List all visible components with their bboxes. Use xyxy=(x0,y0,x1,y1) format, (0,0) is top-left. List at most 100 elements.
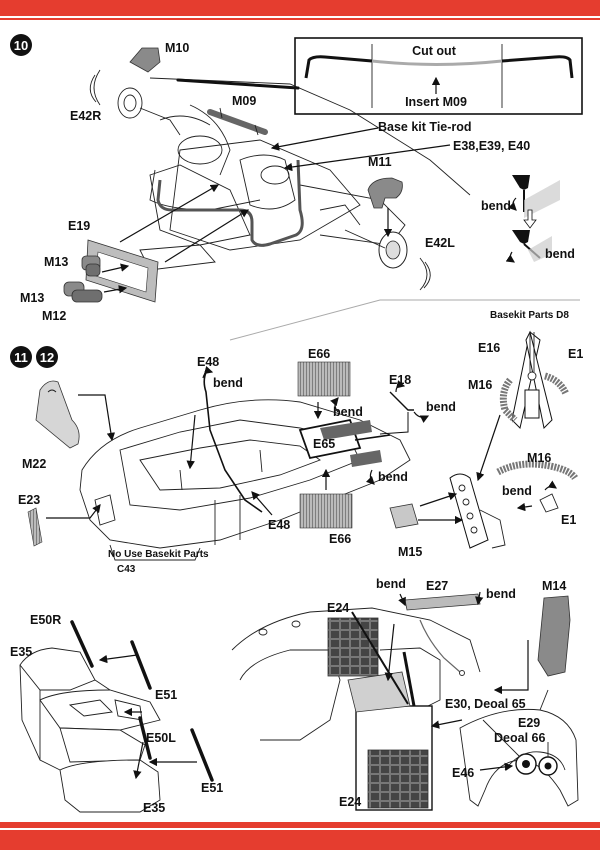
label-m10: M10 xyxy=(165,41,189,55)
e24-top-part xyxy=(327,617,379,677)
e50r-part xyxy=(70,620,94,668)
label-e51-top: E51 xyxy=(155,688,177,702)
e23-part xyxy=(27,507,43,547)
section-divider xyxy=(229,299,580,341)
label-e50l: E50L xyxy=(146,731,176,745)
bend-label-1: bend xyxy=(481,199,511,213)
label-m11: M11 xyxy=(368,155,392,169)
step-11-12: 11 12 xyxy=(10,310,583,575)
e50l-part xyxy=(138,716,152,760)
e51-bottom-part xyxy=(190,728,214,782)
e66-top-part xyxy=(297,361,351,397)
gauge-cluster xyxy=(504,751,566,776)
bend-label-left: bend xyxy=(376,577,406,591)
insert-m09-label: Insert M09 xyxy=(405,95,467,109)
d8-frame xyxy=(511,330,553,430)
label-m14: M14 xyxy=(542,579,566,593)
label-e66-bottom: E66 xyxy=(329,532,351,546)
label-e35-bottom: E35 xyxy=(143,801,165,815)
step-number-11: 11 xyxy=(14,350,28,365)
note-c43: C43 xyxy=(117,564,136,575)
bend-label-e1: bend xyxy=(502,484,532,498)
label-m13-bottom: M13 xyxy=(20,291,44,305)
note-no-use-basekit: No Use Basekit Parts xyxy=(108,549,209,560)
label-e16: E16 xyxy=(478,341,500,355)
label-e18: E18 xyxy=(389,373,411,387)
cut-out-label: Cut out xyxy=(412,44,457,58)
e1-bracket-lower xyxy=(539,493,559,513)
e51-top-part xyxy=(130,640,152,690)
label-e24-top: E24 xyxy=(327,601,349,615)
label-base-kit-tie-rod: Base kit Tie-rod xyxy=(378,120,472,134)
e48-wire xyxy=(203,369,263,513)
e18-part xyxy=(379,380,430,435)
e24-bottom-part xyxy=(367,749,429,809)
label-e66-top: E66 xyxy=(308,347,330,361)
radiator-bracket xyxy=(449,473,506,549)
e27-part xyxy=(404,593,481,611)
label-e24-bottom: E24 xyxy=(339,795,361,809)
m13-m12-parts xyxy=(63,255,103,303)
step-number-badge-12 xyxy=(36,346,58,368)
label-m12: M12 xyxy=(42,309,66,323)
label-m15: M15 xyxy=(398,545,422,559)
step-number-badge xyxy=(10,34,32,56)
label-e29: E29 xyxy=(518,716,540,730)
m10-part xyxy=(129,47,161,73)
step-number: 10 xyxy=(14,38,28,53)
label-e19: E19 xyxy=(68,219,90,233)
label-m16-bottom: M16 xyxy=(527,451,551,465)
cockpit-assembly: bend E27 bend M14 E24 E30, Deoal 65 E29 … xyxy=(231,577,579,811)
label-e48-bottom: E48 xyxy=(268,518,290,532)
e65-bracket xyxy=(298,418,391,467)
cut-out-callout: Cut out Insert M09 xyxy=(294,37,583,115)
header-band xyxy=(0,0,600,20)
label-e42r: E42R xyxy=(70,109,101,123)
label-m16-top: M16 xyxy=(468,378,492,392)
label-e46: E46 xyxy=(452,766,474,780)
e42l-upright xyxy=(344,229,431,291)
label-e51-bottom: E51 xyxy=(201,781,223,795)
label-e50r: E50R xyxy=(30,613,61,627)
m16-hose-bottom xyxy=(496,460,578,481)
label-e23: E23 xyxy=(18,493,40,507)
tie-rod-loop xyxy=(156,159,304,247)
step-number-12: 12 xyxy=(40,350,54,365)
bend-label-e18: bend xyxy=(426,400,456,414)
m15-part xyxy=(389,503,419,529)
label-m09: M09 xyxy=(232,94,256,108)
cockpit-drawing xyxy=(231,607,579,807)
step-number-badge-11 xyxy=(10,346,32,368)
label-e35-top: E35 xyxy=(10,645,32,659)
label-e1-bottom: E1 xyxy=(561,513,576,527)
bend-label-right: bend xyxy=(486,587,516,601)
label-basekit-parts-d8: Basekit Parts D8 xyxy=(490,310,569,321)
step-10: 10 Cut out Insert M09 xyxy=(10,34,583,323)
sidepod-assembly: E50R E35 E51 E50L E51 E35 xyxy=(10,613,223,815)
e66-bottom-part xyxy=(299,493,353,529)
m09-rod xyxy=(176,78,300,136)
footer-band xyxy=(0,822,600,850)
m22-part xyxy=(35,380,80,449)
label-e27: E27 xyxy=(426,579,448,593)
label-e65: E65 xyxy=(313,437,335,451)
e42r-upright xyxy=(89,69,181,136)
label-e30-decal-65: E30, Deoal 65 xyxy=(445,697,526,711)
bend-label-e65: bend xyxy=(378,470,408,484)
m14-part xyxy=(537,595,571,677)
bend-label-e48: bend xyxy=(213,376,243,390)
label-decal-66: Deoal 66 xyxy=(494,731,545,745)
bend-label-2: bend xyxy=(545,247,575,261)
bend-label-e66: bend xyxy=(333,405,363,419)
bend-detail: bend bend xyxy=(481,175,575,263)
m16-hose-top xyxy=(499,377,518,423)
label-m13-top: M13 xyxy=(44,255,68,269)
label-m22: M22 xyxy=(22,457,46,471)
sidepod-drawing xyxy=(19,647,161,813)
m11-part xyxy=(367,177,403,209)
label-e38-e39-e40: E38,E39, E40 xyxy=(453,139,530,153)
label-e48-top: E48 xyxy=(197,355,219,369)
front-suspension-drawing xyxy=(139,77,471,271)
label-e42l: E42L xyxy=(425,236,455,250)
